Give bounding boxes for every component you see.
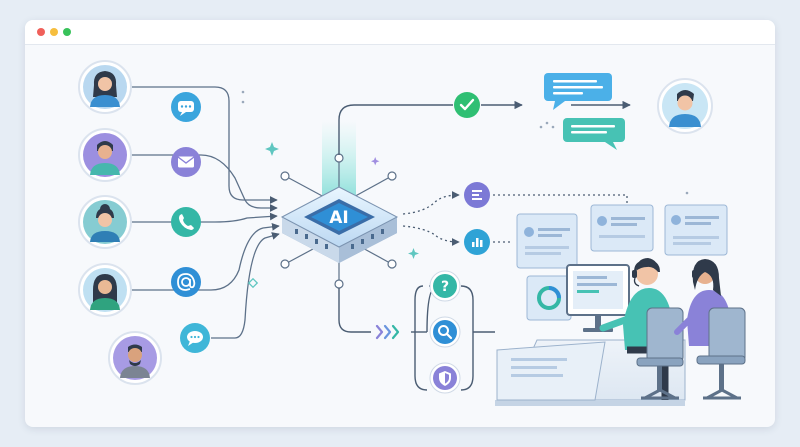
- customer-avatar[interactable]: [78, 263, 132, 317]
- resolved-customer-avatar[interactable]: [657, 78, 713, 134]
- customer-avatar[interactable]: [108, 331, 162, 385]
- reply-bubble: [544, 73, 612, 110]
- phone-icon[interactable]: [171, 207, 201, 237]
- chat-bubble-icon[interactable]: [171, 92, 201, 122]
- envelope-icon[interactable]: [171, 147, 201, 177]
- reply-bubble: [563, 118, 625, 150]
- office-chair: [636, 307, 684, 400]
- info-panel: [664, 204, 728, 256]
- ai-hub: AI: [280, 120, 399, 289]
- maximize-window-button[interactable]: [63, 28, 71, 36]
- minimize-window-button[interactable]: [50, 28, 58, 36]
- list-icon: [464, 182, 490, 208]
- workflow-diagram: AI: [78, 60, 746, 406]
- close-window-button[interactable]: [37, 28, 45, 36]
- sparkles: [241, 90, 689, 289]
- check-icon: [454, 92, 480, 118]
- title-bar: [25, 20, 775, 45]
- agent-workspace: [495, 204, 746, 406]
- monitor: [566, 264, 630, 332]
- resolved-path: [338, 100, 631, 155]
- routed-paths: [402, 191, 628, 246]
- info-panel: [590, 204, 654, 252]
- customer-avatar[interactable]: [78, 195, 132, 249]
- hub-label: AI: [329, 208, 348, 228]
- info-panel: [516, 213, 578, 269]
- shield-icon[interactable]: [429, 362, 461, 394]
- customer-list: [78, 60, 162, 385]
- search-icon[interactable]: [429, 316, 461, 348]
- channel-icons: [171, 92, 210, 353]
- speech-bubble-icon[interactable]: [180, 323, 210, 353]
- question-icon[interactable]: ?: [429, 270, 461, 302]
- app-window: AI: [25, 20, 775, 427]
- info-panel: [526, 275, 572, 321]
- at-sign-icon[interactable]: [171, 267, 201, 297]
- chevron-arrows: [375, 324, 400, 340]
- reply-bubbles: [544, 73, 625, 150]
- office-chair: [696, 307, 746, 400]
- customer-avatar[interactable]: [78, 60, 132, 114]
- svg-text:?: ?: [441, 279, 449, 295]
- bar-chart-icon: [464, 229, 490, 255]
- customer-avatar[interactable]: [78, 128, 132, 182]
- escalation-path: [338, 285, 495, 391]
- input-connectors: [131, 86, 280, 339]
